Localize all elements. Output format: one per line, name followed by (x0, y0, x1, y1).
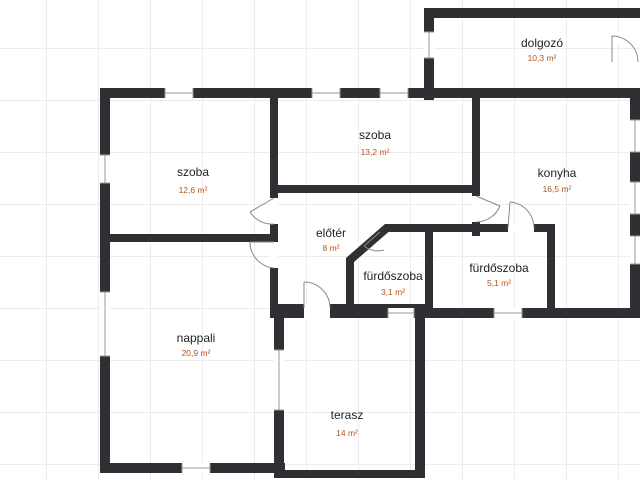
room-labels: dolgozó 10,3 m² szoba 12,6 m² szoba 13,2… (177, 36, 577, 438)
wall (346, 258, 354, 312)
doors (249, 32, 640, 318)
window (100, 154, 110, 184)
window (274, 349, 284, 411)
wall (346, 224, 393, 262)
wall (270, 185, 476, 193)
room-area-eloter: 8 m² (323, 243, 340, 253)
door (507, 201, 535, 232)
wall (100, 88, 434, 98)
window (630, 181, 640, 215)
wall (425, 224, 433, 314)
wall (547, 224, 555, 314)
door (611, 32, 640, 63)
room-name-eloter: előtér (316, 226, 346, 240)
room-area-furdoszoba-2: 5,1 m² (487, 278, 511, 288)
window (424, 31, 434, 59)
wall (415, 308, 640, 318)
window (493, 308, 523, 318)
window (100, 291, 110, 357)
room-area-dolgozo: 10,3 m² (528, 53, 557, 63)
room-name-szoba-2: szoba (359, 128, 391, 142)
windows (100, 31, 640, 473)
wall (424, 88, 640, 98)
room-name-furdoszoba-1: fürdőszoba (363, 269, 423, 283)
window (164, 88, 194, 98)
wall (472, 96, 480, 236)
room-name-szoba-1: szoba (177, 165, 209, 179)
room-name-furdoszoba-2: fürdőszoba (469, 261, 529, 275)
room-area-szoba-1: 12,6 m² (179, 185, 208, 195)
room-area-szoba-2: 13,2 m² (361, 147, 390, 157)
room-area-furdoszoba-1: 3,1 m² (381, 287, 405, 297)
window (379, 88, 409, 98)
wall (100, 234, 276, 242)
door (363, 231, 385, 252)
room-name-dolgozo: dolgozó (521, 36, 563, 50)
wall (424, 8, 640, 18)
wall (274, 470, 425, 478)
door (249, 241, 278, 269)
room-area-terasz: 14 m² (336, 428, 358, 438)
wall (415, 308, 425, 473)
room-area-konyha: 16,5 m² (543, 184, 572, 194)
wall (385, 224, 553, 232)
window (181, 463, 211, 473)
room-area-nappali: 20,9 m² (182, 348, 211, 358)
walls (100, 8, 640, 478)
window (630, 235, 640, 265)
wall (100, 88, 110, 473)
room-name-terasz: terasz (331, 408, 364, 422)
room-name-konyha: konyha (538, 166, 577, 180)
door (303, 281, 331, 318)
room-name-nappali: nappali (177, 331, 216, 345)
window (311, 88, 341, 98)
window (387, 308, 415, 318)
window (630, 119, 640, 153)
door (249, 197, 278, 225)
door (472, 195, 501, 223)
